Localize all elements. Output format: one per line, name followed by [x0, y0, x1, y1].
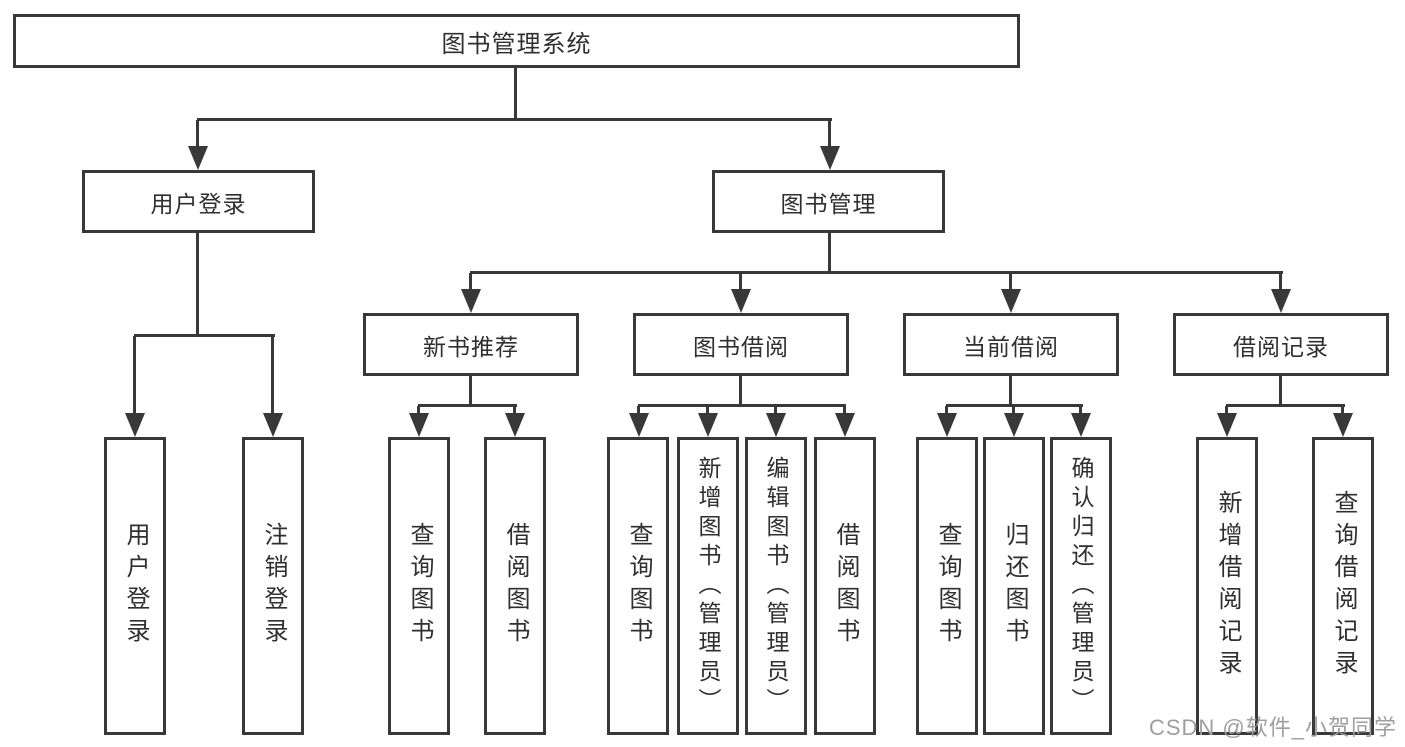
connector-user-login-stem	[196, 233, 199, 336]
connector-user-login-bus	[134, 334, 275, 337]
arrow-to-leaf-user-login	[125, 336, 145, 437]
node-book-management: 图书管理	[712, 170, 945, 233]
connector-recommend-stem	[469, 376, 472, 406]
leaf-borrow-books: 借阅图书	[484, 437, 546, 735]
arrow-to-leaf-logout	[263, 336, 283, 437]
connector-root-stem	[514, 68, 517, 120]
connector-records-stem	[1279, 376, 1282, 406]
arrow-leaf	[937, 406, 957, 437]
connector-borrow-stem	[739, 376, 742, 406]
leaf-query-books: 查询图书	[607, 437, 669, 735]
leaf-confirm-return-admin: 确认归还（管理员）	[1050, 437, 1112, 735]
arrow-to-borrow-records	[1271, 273, 1291, 313]
connector-level3-bus	[470, 271, 1283, 274]
connector-borrow-bus	[638, 404, 846, 407]
connector-current-bus	[946, 404, 1083, 407]
node-user-login: 用户登录	[82, 170, 315, 233]
leaf-return-books: 归还图书	[983, 437, 1045, 735]
arrow-leaf	[766, 406, 786, 437]
connector-records-bus	[1226, 404, 1345, 407]
node-book-borrow: 图书借阅	[633, 313, 849, 376]
arrow-leaf	[1217, 406, 1237, 437]
arrow-leaf	[698, 406, 718, 437]
arrow-to-current-borrow	[1001, 273, 1021, 313]
leaf-edit-books-admin: 编辑图书（管理员）	[745, 437, 807, 735]
node-new-book-recommend: 新书推荐	[363, 313, 579, 376]
arrow-to-user-login	[188, 120, 208, 170]
leaf-query-books: 查询图书	[916, 437, 978, 735]
node-borrow-records: 借阅记录	[1173, 313, 1389, 376]
connector-recommend-bus	[418, 404, 517, 407]
arrow-leaf	[1071, 406, 1091, 437]
leaf-add-borrow-record: 新增借阅记录	[1196, 437, 1258, 735]
connector-book-management-stem	[828, 233, 831, 273]
arrow-to-new-book-recommend	[461, 273, 481, 313]
node-current-borrow: 当前借阅	[903, 313, 1119, 376]
arrow-leaf	[409, 406, 429, 437]
arrow-leaf	[629, 406, 649, 437]
arrow-to-book-borrow	[731, 273, 751, 313]
leaf-add-books-admin: 新增图书（管理员）	[677, 437, 739, 735]
csdn-watermark: CSDN @软件_小贺同学	[1148, 715, 1397, 740]
arrow-leaf	[835, 406, 855, 437]
arrow-leaf	[505, 406, 525, 437]
leaf-query-borrow-record: 查询借阅记录	[1312, 437, 1374, 735]
arrow-to-book-management	[820, 120, 840, 170]
leaf-query-books: 查询图书	[388, 437, 450, 735]
leaf-borrow-books: 借阅图书	[814, 437, 876, 735]
leaf-user-login: 用户登录	[104, 437, 166, 735]
connector-current-stem	[1009, 376, 1012, 406]
arrow-leaf	[1333, 406, 1353, 437]
node-root-library-management-system: 图书管理系统	[13, 14, 1020, 68]
arrow-leaf	[1004, 406, 1024, 437]
leaf-logout: 注销登录	[242, 437, 304, 735]
connector-level2-bus	[197, 118, 832, 121]
